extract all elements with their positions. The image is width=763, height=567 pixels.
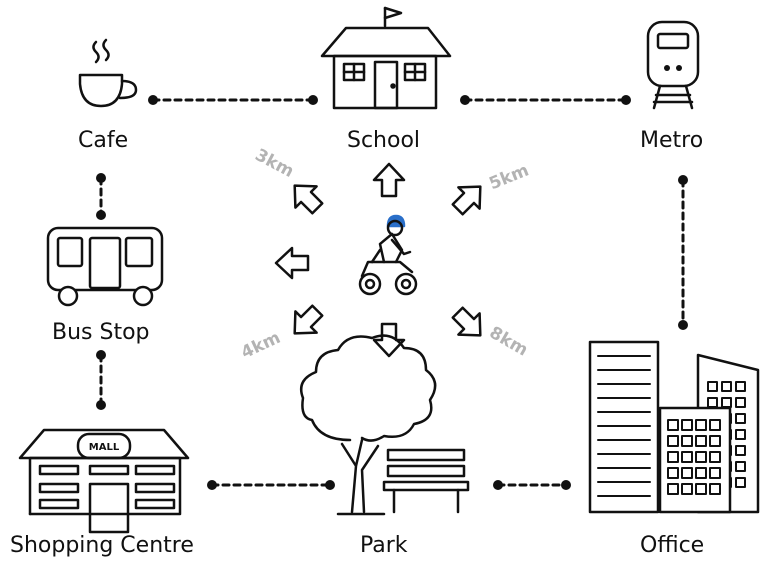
distance-label-cafe: 3km (252, 145, 297, 182)
arrow-upleft-icon (293, 184, 324, 215)
school-building-icon (320, 6, 452, 110)
metro-train-icon (646, 20, 700, 110)
distance-label-shopping: 4km (238, 328, 283, 363)
bench-icon (382, 448, 470, 514)
label-cafe: Cafe (78, 128, 129, 153)
label-school: School (347, 128, 421, 153)
distance-label-office: 8km (486, 323, 531, 361)
scooter-rider-icon (358, 214, 418, 296)
connector-metro-office (678, 175, 688, 330)
label-park: Park (360, 533, 408, 558)
arrow-downright-icon (451, 306, 482, 337)
mall-building-icon (18, 428, 190, 534)
arrow-downleft-icon (293, 304, 324, 335)
arrow-up-icon (372, 162, 406, 198)
connector-park-office (493, 480, 571, 490)
label-metro: Metro (640, 128, 704, 153)
label-shopping-centre: Shopping Centre (10, 533, 194, 558)
connector-cafe-school (148, 95, 318, 105)
tree-icon (299, 334, 437, 516)
distance-label-metro: 5km (486, 160, 531, 194)
connector-shopping-park (207, 480, 335, 490)
arrow-left-icon (274, 246, 310, 280)
office-buildings-icon (588, 340, 760, 514)
connector-school-metro (460, 95, 631, 105)
connector-cafe-busstop (96, 173, 106, 220)
mall-sign-text: MALL (89, 442, 120, 453)
arrow-down-icon (372, 322, 406, 358)
label-office: Office (640, 533, 705, 558)
bus-icon (46, 226, 164, 307)
label-bus-stop: Bus Stop (52, 320, 150, 345)
connector-busstop-shopping (96, 350, 106, 410)
arrow-upright-icon (451, 185, 482, 216)
coffee-cup-icon (78, 38, 138, 108)
